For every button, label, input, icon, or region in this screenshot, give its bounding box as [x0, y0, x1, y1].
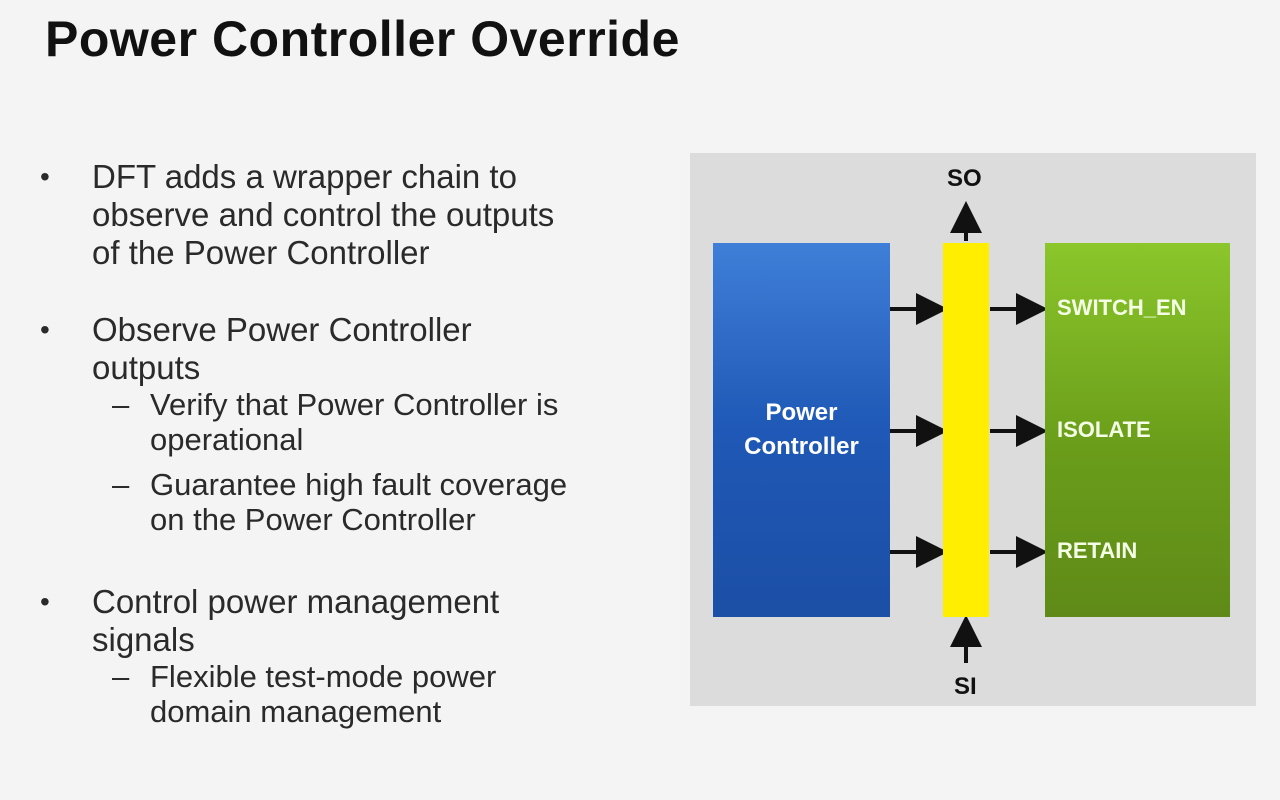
bullet-text: Control power management [92, 583, 500, 620]
sub-bullet: – Verify that Power Controller is operat… [40, 387, 680, 457]
bullet-text: signals [92, 621, 195, 658]
bullet-text: outputs [92, 349, 201, 386]
bullet-item: • Control power management signals [40, 583, 680, 659]
block-label: Power [765, 399, 838, 426]
sub-bullet: – Guarantee high fault coverage on the P… [40, 467, 680, 537]
bullet-text: of the Power Controller [92, 234, 430, 271]
sub-bullet-text: Verify that Power Controller is [150, 387, 559, 422]
slide-title: Power Controller Override [45, 11, 680, 67]
bullet-item: • Observe Power Controller outputs [40, 311, 680, 387]
block-label: Controller [744, 433, 859, 460]
so-label: SO [947, 165, 982, 192]
sub-bullet-text: on the Power Controller [150, 502, 476, 537]
bullet-text: observe and control the outputs [92, 196, 555, 233]
sub-bullet-text: Guarantee high fault coverage [150, 467, 568, 502]
bullet-dot: • [40, 161, 50, 192]
bullet-item: • DFT adds a wrapper chain to observe an… [40, 158, 680, 272]
arrows [890, 201, 1048, 663]
sub-bullet-text: operational [150, 422, 304, 457]
dash: – [112, 467, 130, 502]
dash: – [112, 387, 130, 422]
si-label: SI [954, 673, 977, 700]
wrapper-chain-block [943, 243, 989, 617]
signal-label: ISOLATE [1057, 417, 1151, 442]
bullet-text: Observe Power Controller [92, 311, 472, 348]
sub-bullet-text: domain management [150, 694, 442, 729]
bullet-dot: • [40, 586, 50, 617]
dash: – [112, 659, 130, 694]
bullet-text: DFT adds a wrapper chain to [92, 158, 517, 195]
bullet-list: • DFT adds a wrapper chain to observe an… [40, 158, 680, 729]
power-domain-block: SWITCH_EN ISOLATE RETAIN [1045, 243, 1230, 617]
bullet-dot: • [40, 314, 50, 345]
sub-bullet-text: Flexible test-mode power [150, 659, 497, 694]
sub-bullet: – Flexible test-mode power domain manage… [40, 659, 680, 729]
signal-label: RETAIN [1057, 538, 1138, 563]
signal-label: SWITCH_EN [1057, 295, 1187, 320]
